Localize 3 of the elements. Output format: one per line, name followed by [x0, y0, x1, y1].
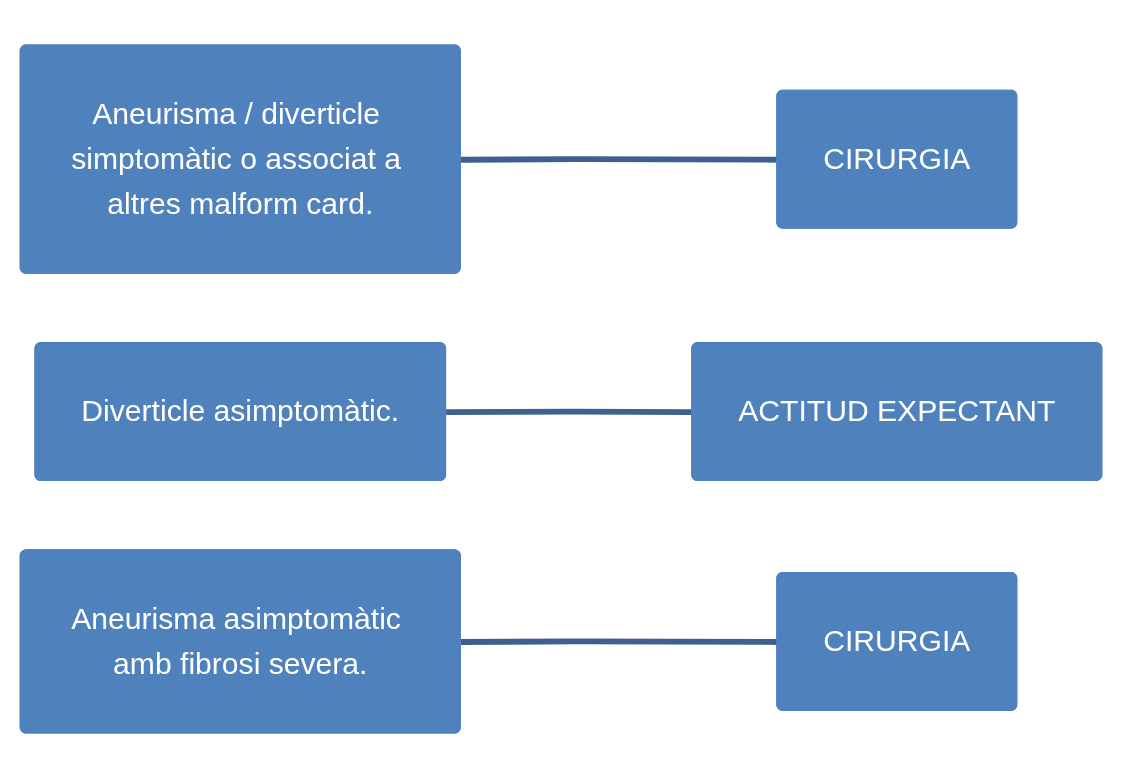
connector	[446, 408, 693, 415]
connector	[460, 638, 778, 645]
connector	[460, 155, 778, 163]
